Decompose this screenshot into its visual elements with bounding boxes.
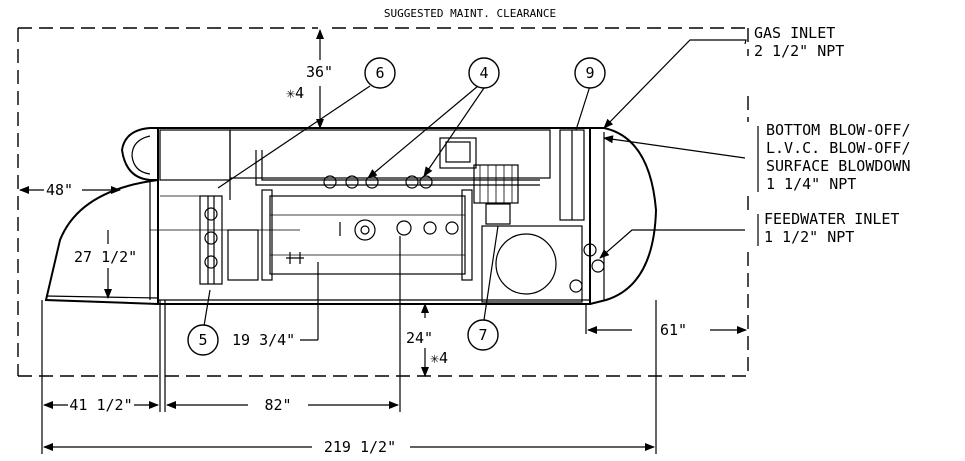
- dim-left-clearance-label: 48": [46, 181, 73, 199]
- balloon-6-label: 6: [375, 64, 384, 82]
- dim-front-clearance-label: 24": [406, 329, 433, 347]
- clearance-boundary: [17, 27, 749, 377]
- blowoff-line-2: L.V.C. BLOW-OFF/: [766, 139, 911, 157]
- blowoff-line-4: 1 1/4" NPT: [766, 175, 856, 193]
- gas-inlet-line-1: GAS INLET: [754, 24, 835, 42]
- dim-height-label: 27 1/2": [74, 248, 137, 266]
- balloon-5-label: 5: [198, 331, 207, 349]
- blowoff-line-1: BOTTOM BLOW-OFF/: [766, 121, 911, 139]
- callout-leaders: [203, 39, 747, 327]
- clearance-title: SUGGESTED MAINT. CLEARANCE: [384, 7, 556, 20]
- balloon-9-label: 9: [585, 64, 594, 82]
- balloon-9: 9: [574, 57, 606, 89]
- blowoff-callout: BOTTOM BLOW-OFF/ L.V.C. BLOW-OFF/ SURFAC…: [757, 121, 911, 193]
- balloon-5: 5: [187, 324, 219, 356]
- gas-inlet-callout: GAS INLET 2 1/2" NPT: [754, 24, 844, 60]
- dim-front-clearance: 24" ✳4: [406, 303, 448, 377]
- feedwater-callout: FEEDWATER INLET 1 1/2" NPT: [757, 210, 899, 246]
- dim-82-label: 82": [264, 396, 291, 414]
- dim-top-note: ✳4: [286, 84, 304, 102]
- balloon-6: 6: [364, 57, 396, 89]
- dim-bottom-run: 41 1/2" 82": [41, 236, 401, 454]
- dim-overall: 219 1/2": [43, 300, 657, 456]
- dim-19: 19 3/4": [232, 262, 319, 349]
- dim-41-label: 41 1/2": [69, 396, 132, 414]
- dim-top-clearance-label: 36": [306, 63, 333, 81]
- balloon-7: 7: [467, 319, 499, 351]
- balloon-4: 4: [468, 57, 500, 89]
- dim-right-clearance: 61": [585, 304, 747, 339]
- blowoff-line-3: SURFACE BLOWDOWN: [766, 157, 911, 175]
- feedwater-line-2: 1 1/2" NPT: [764, 228, 854, 246]
- dim-front-note: ✳4: [430, 349, 448, 367]
- feedwater-line-1: FEEDWATER INLET: [764, 210, 899, 228]
- dim-right-clearance-label: 61": [660, 321, 687, 339]
- boiler-outline: [44, 127, 658, 305]
- balloon-7-label: 7: [478, 326, 487, 344]
- balloon-4-label: 4: [479, 64, 488, 82]
- dim-height: 27 1/2": [74, 229, 300, 299]
- dim-left-clearance: 48": [19, 181, 121, 199]
- dim-19-label: 19 3/4": [232, 331, 295, 349]
- dim-top-clearance: 36" ✳4: [286, 29, 333, 129]
- dim-overall-label: 219 1/2": [324, 438, 396, 456]
- gas-inlet-line-2: 2 1/2" NPT: [754, 42, 844, 60]
